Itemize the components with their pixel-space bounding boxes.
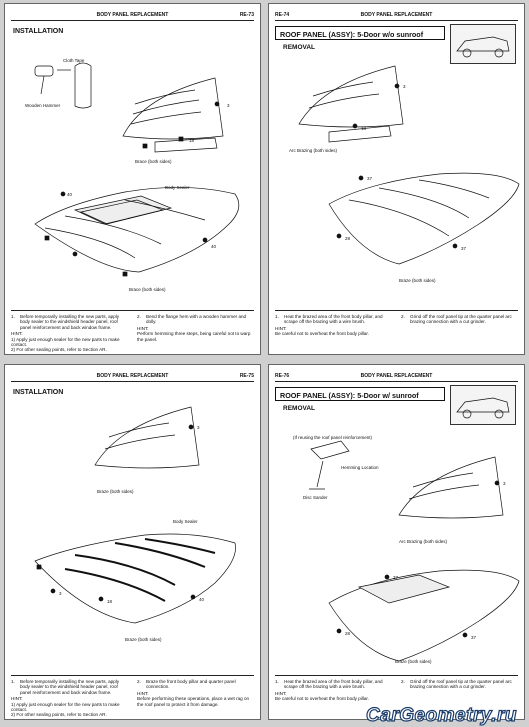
- label-reuse-note: (If reusing the roof panel reinforcement…: [293, 435, 373, 440]
- svg-text:37: 37: [461, 246, 467, 251]
- procedure-title: ROOF PANEL (ASSY): 5-Door w/o sunroof: [275, 26, 445, 40]
- label-cloth-tape: Cloth Tape: [63, 58, 85, 63]
- step-text: Heat the brazed area of the front body p…: [284, 314, 383, 325]
- page-header: RE-74 BODY PANEL REPLACEMENT: [275, 9, 518, 21]
- label-body-sealer: Body Sealer: [173, 519, 198, 524]
- svg-text:3: 3: [403, 84, 406, 89]
- procedure-steps: 1.Before temporarily installing the new …: [11, 675, 254, 719]
- svg-text:18: 18: [189, 138, 195, 143]
- manual-page-re75: BODY PANEL REPLACEMENT RE-75 INSTALLATIO…: [4, 364, 261, 720]
- svg-text:28: 28: [345, 631, 351, 636]
- step-text: Grind off the roof panel tip at the quar…: [410, 679, 512, 690]
- removal-illustration: (If reusing the roof panel reinforcement…: [293, 435, 520, 664]
- site-watermark: CarGeometry.ru: [365, 704, 517, 726]
- step-text: Before temporarily installing the new pa…: [20, 679, 120, 695]
- roof-panel-drawing: [34, 187, 240, 277]
- svg-text:28: 28: [345, 236, 351, 241]
- label-braze-2: Braze (both sides): [125, 637, 162, 642]
- installation-illustration: Cloth Tape Wooden Hammer 3 18 Brace (bot…: [25, 58, 240, 292]
- section-title: INSTALLATION: [13, 28, 64, 35]
- page-number: RE-75: [239, 373, 254, 379]
- page-number: RE-74: [275, 12, 290, 18]
- procedure-steps: 1.Heat the brazed area of the front body…: [275, 310, 518, 354]
- svg-text:18: 18: [361, 126, 367, 131]
- manual-page-re76: RE-76 BODY PANEL REPLACEMENT ROOF PANEL …: [268, 364, 525, 720]
- header-title: BODY PANEL REPLACEMENT: [96, 373, 169, 379]
- procedure-title: ROOF PANEL (ASSY): 5-Door w/ sunroof: [275, 387, 445, 401]
- label-wooden-hammer: Wooden Hammer: [25, 103, 61, 108]
- label-braze: Braze (both sides): [399, 278, 436, 283]
- manual-page-re74: RE-74 BODY PANEL REPLACEMENT ROOF PANEL …: [268, 3, 525, 355]
- svg-text:3: 3: [59, 591, 62, 596]
- roof-edge-drawing: [122, 77, 224, 153]
- svg-text:37: 37: [393, 575, 399, 580]
- installation-illustration: 3 Braze (both sides) Body Sealer 3 18 40…: [34, 406, 236, 642]
- svg-text:40: 40: [67, 192, 73, 197]
- svg-text:40: 40: [211, 244, 217, 249]
- page-number: RE-73: [239, 12, 254, 18]
- step-text: Grind off the roof panel tip at the quar…: [410, 314, 512, 325]
- step-text: Heat the brazed area of the front body p…: [284, 679, 383, 690]
- svg-text:40: 40: [199, 597, 205, 602]
- vehicle-thumbnail: [450, 24, 516, 64]
- label-arc-brazing: Arc Brazing (both sides): [289, 148, 338, 153]
- manual-page-re73: BODY PANEL REPLACEMENT RE-73 INSTALLATIO…: [4, 3, 261, 355]
- svg-text:3: 3: [503, 481, 506, 486]
- section-title: INSTALLATION: [13, 389, 64, 396]
- vehicle-thumbnail: [450, 385, 516, 425]
- label-disc-sander: Disc Sander: [303, 495, 328, 500]
- step-text: Bend the flange hem with a wooden hammer…: [146, 314, 247, 325]
- procedure-steps: 1.Before temporarily installing the new …: [11, 310, 254, 354]
- page-number: RE-76: [275, 373, 290, 379]
- label-braze: Braze (both sides): [395, 659, 432, 664]
- label-body-sealer: Body Sealer: [165, 185, 190, 190]
- label-brace-2: Brace (both sides): [129, 287, 166, 292]
- svg-text:37: 37: [367, 176, 373, 181]
- page-header: BODY PANEL REPLACEMENT RE-73: [11, 9, 254, 21]
- subsection-title: REMOVAL: [283, 44, 316, 51]
- svg-text:3: 3: [197, 425, 200, 430]
- step-text: Before temporarily installing the new pa…: [20, 314, 120, 330]
- label-hemming-location: Hemming Location: [341, 465, 379, 470]
- step-text: Braze the front body pillar and quarter …: [146, 679, 236, 690]
- label-brace-1: Brace (both sides): [135, 159, 172, 164]
- label-braze-1: Braze (both sides): [97, 489, 134, 494]
- subsection-title: REMOVAL: [283, 405, 316, 412]
- hammer-inset: [34, 62, 92, 109]
- removal-illustration: 3 18 Arc Brazing (both sides) 37 28 37 B…: [289, 65, 520, 283]
- header-title: BODY PANEL REPLACEMENT: [360, 12, 433, 18]
- svg-text:3: 3: [227, 103, 230, 108]
- label-arc-brazing: Arc Brazing (both sides): [399, 539, 448, 544]
- svg-text:18: 18: [107, 599, 113, 604]
- header-title: BODY PANEL REPLACEMENT: [96, 12, 169, 18]
- page-header: RE-76 BODY PANEL REPLACEMENT: [275, 370, 518, 382]
- svg-text:37: 37: [471, 635, 477, 640]
- procedure-steps: 1.Heat the brazed area of the front body…: [275, 675, 518, 719]
- page-header: BODY PANEL REPLACEMENT RE-75: [11, 370, 254, 382]
- header-title: BODY PANEL REPLACEMENT: [360, 373, 433, 379]
